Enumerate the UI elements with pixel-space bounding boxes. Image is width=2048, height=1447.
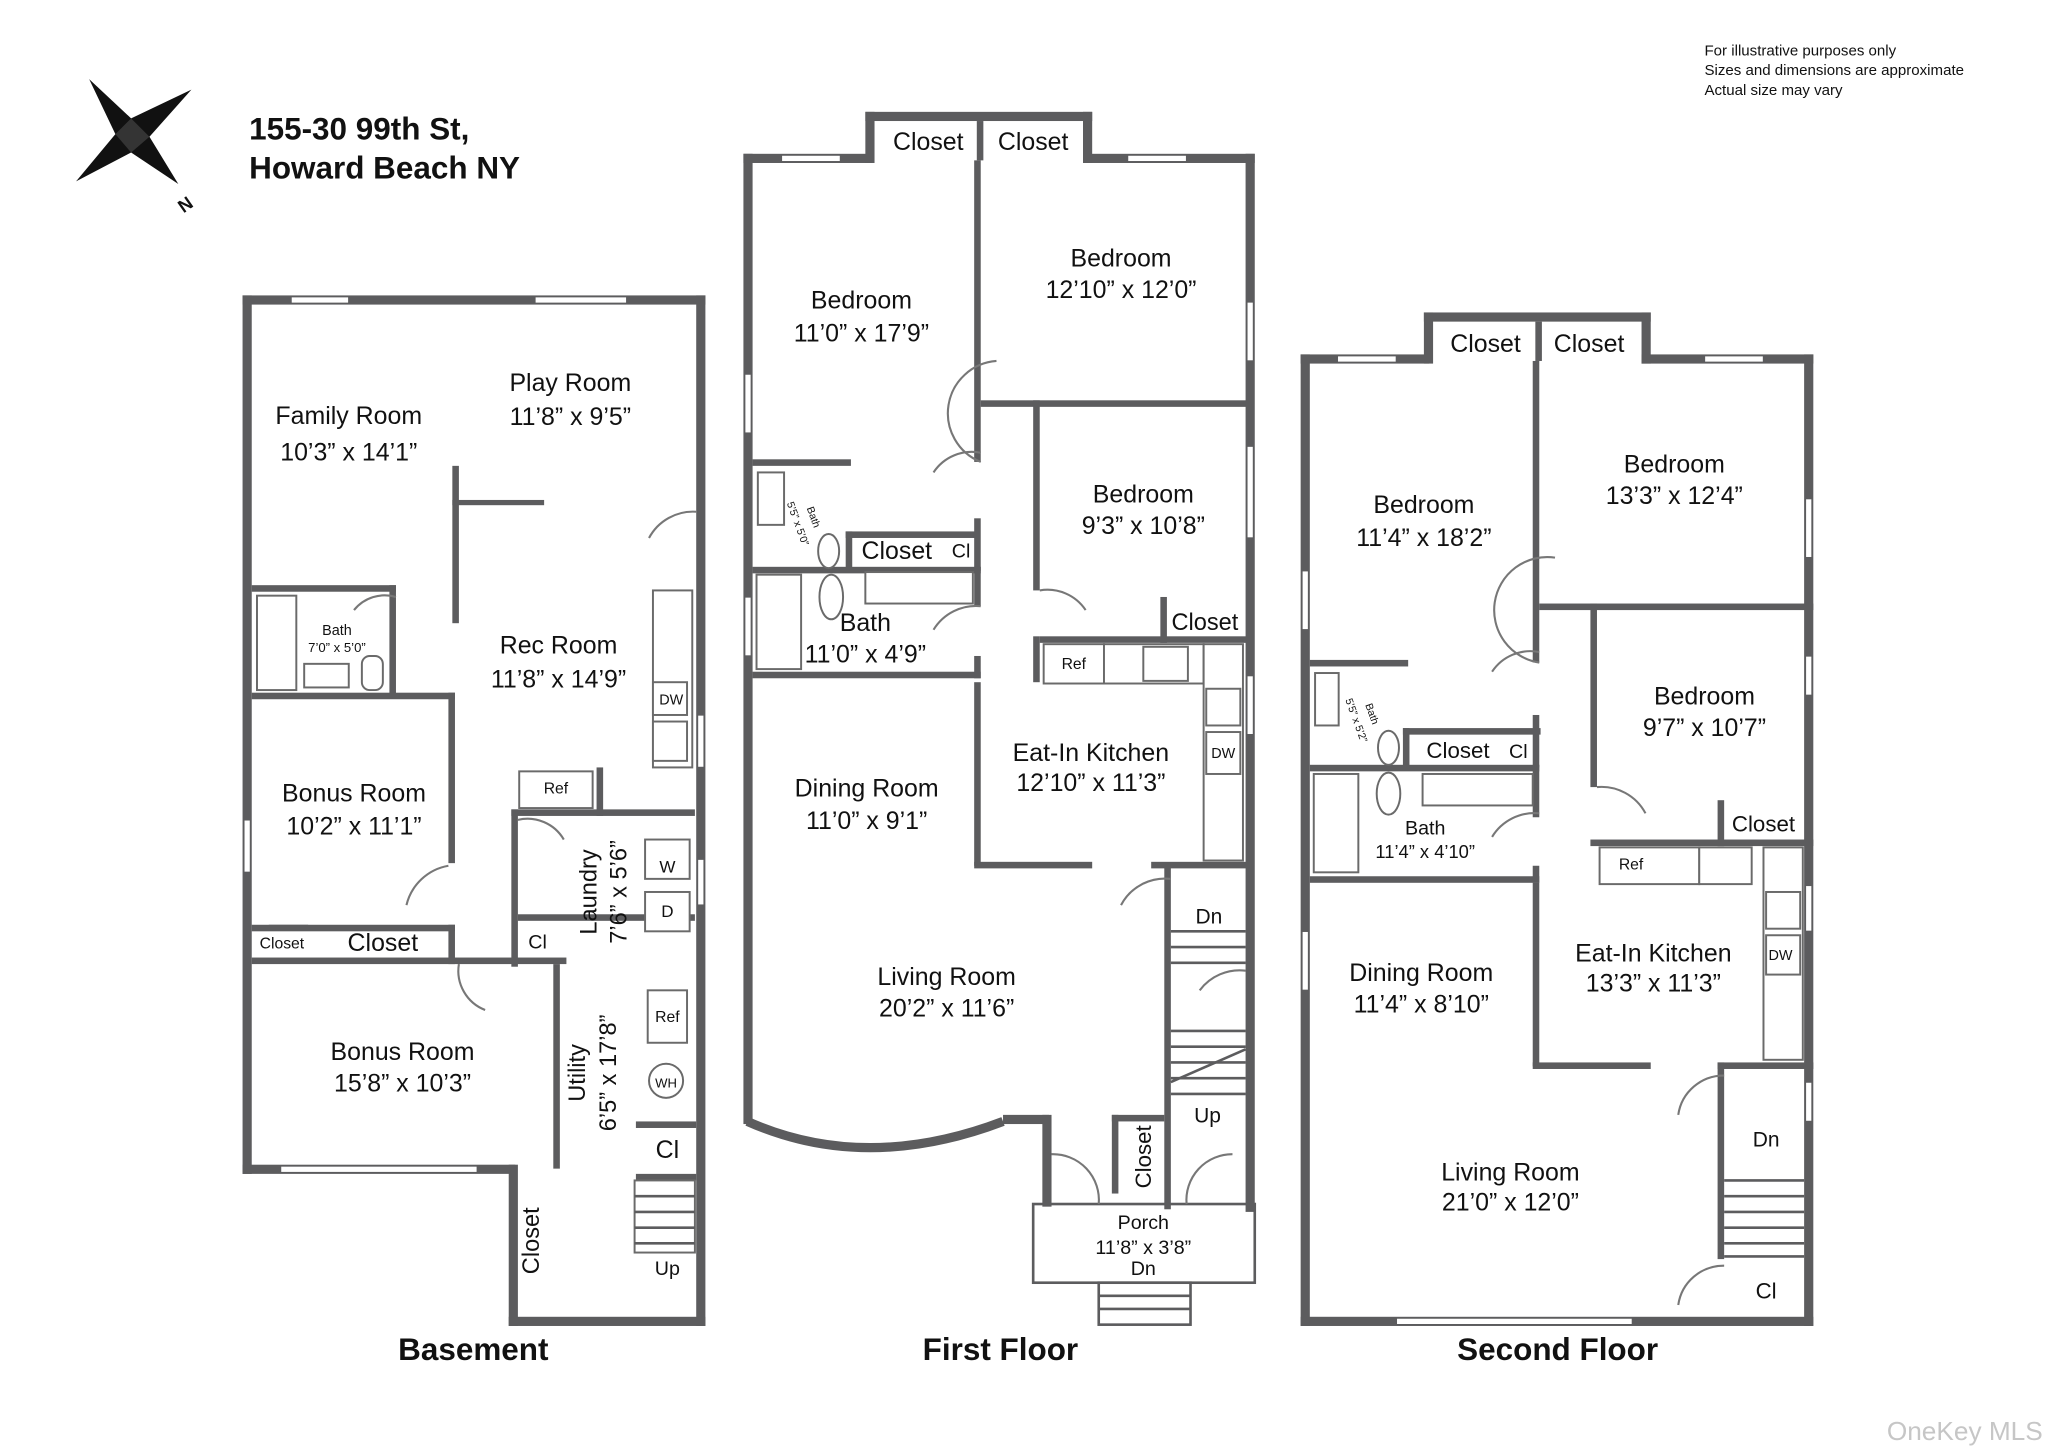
room-play-room-name: Play Room	[509, 369, 631, 397]
room-bath-name: Bath	[322, 623, 352, 639]
first-floor-title: First Floor	[923, 1332, 1079, 1367]
disclaimer: For illustrative purposes only Sizes and…	[1704, 42, 1964, 98]
room-second-living-name: Living Room	[1441, 1158, 1579, 1186]
porch-stairs-down-label: Dn	[1131, 1258, 1156, 1280]
second-dishwasher-label: DW	[1769, 948, 1793, 964]
room-second-bath-size: 11’4” x 4’10”	[1375, 841, 1475, 862]
room-bonus-room-1-name: Bonus Room	[282, 780, 426, 808]
room-play-room-size: 11’8” x 9’5”	[510, 403, 631, 431]
first-closet-vertical-label: Closet	[1131, 1124, 1156, 1188]
brand-watermark: OneKey MLS	[1887, 1416, 2043, 1446]
room-second-bedroom-2-size: 13’3” x 12’4”	[1606, 482, 1743, 510]
basement-closet-label: Closet	[348, 929, 419, 957]
second-closet-2-label: Closet	[1554, 330, 1625, 358]
utility-fridge-label: Ref	[655, 1009, 680, 1026]
room-second-kitchen-size: 13’3” x 11’3”	[1586, 970, 1721, 998]
first-fridge-label: Ref	[1062, 656, 1087, 673]
room-first-bedroom-2-name: Bedroom	[1070, 245, 1171, 273]
room-first-bedroom-2-size: 12’10” x 12’0”	[1046, 276, 1197, 304]
first-closet-1-label: Closet	[893, 128, 964, 156]
room-first-kitchen-name: Eat-In Kitchen	[1013, 739, 1169, 767]
basement-dishwasher-label: DW	[659, 692, 683, 708]
address-line-1: 155-30 99th St,	[249, 111, 469, 146]
room-bonus-room-1-size: 10’2” x 11’1”	[286, 812, 421, 840]
first-cl-label: Cl	[952, 541, 971, 563]
room-second-kitchen-name: Eat-In Kitchen	[1575, 939, 1731, 967]
second-closet-3-label: Closet	[1426, 738, 1490, 763]
basement-stairs-up-label: Up	[655, 1258, 680, 1280]
room-first-bedroom-1-name: Bedroom	[811, 287, 912, 315]
basement-title: Basement	[398, 1332, 549, 1367]
basement-closet-vertical-label: Closet	[519, 1207, 545, 1274]
address-line-2: Howard Beach NY	[249, 151, 520, 186]
room-family-room-name: Family Room	[275, 402, 422, 430]
room-porch-name: Porch	[1118, 1212, 1169, 1234]
room-first-kitchen-size: 12’10” x 11’3”	[1016, 769, 1165, 797]
room-second-bedroom-2-name: Bedroom	[1624, 450, 1725, 478]
room-first-dining-name: Dining Room	[795, 774, 939, 802]
first-closet-4-label: Closet	[1171, 610, 1238, 636]
room-utility-name: Utility	[565, 1044, 591, 1102]
second-floor-plan: Closet Closet Bedroom 11’4” x 18’2” Bedr…	[1300, 312, 1814, 1367]
room-first-living-size: 20’2” x 11’6”	[879, 995, 1014, 1023]
first-stairs-up-label: Up	[1194, 1105, 1221, 1128]
room-second-bedroom-1-name: Bedroom	[1373, 491, 1474, 519]
room-first-bath-size: 11’0” x 4’9”	[805, 641, 926, 669]
basement-closet-small-label: Closet	[260, 935, 305, 952]
room-laundry-name: Laundry	[577, 849, 603, 934]
room-rec-room-name: Rec Room	[500, 631, 618, 659]
room-second-bedroom-3-size: 9’7” x 10’7”	[1643, 714, 1766, 742]
compass-north-label: N	[174, 192, 197, 217]
room-utility-size: 6’5” x 17’8”	[596, 1015, 622, 1132]
compass-rose-icon: N	[76, 79, 197, 217]
disclaimer-line-1: For illustrative purposes only	[1704, 42, 1896, 59]
second-closet-1-label: Closet	[1450, 330, 1521, 358]
room-first-bedroom-3-name: Bedroom	[1093, 481, 1194, 509]
room-second-dining-size: 11’4” x 8’10”	[1354, 991, 1489, 1019]
first-dishwasher-label: DW	[1211, 746, 1235, 762]
room-second-dining-name: Dining Room	[1349, 959, 1493, 987]
room-first-small-bath-name: Bath	[804, 505, 822, 529]
room-second-bedroom-3-name: Bedroom	[1654, 682, 1755, 710]
room-rec-room-size: 11’8” x 14’9”	[491, 665, 626, 693]
first-floor-plan: Closet Closet Bedroom 11’0” x 17’9” Bedr…	[743, 111, 1257, 1367]
room-porch-size: 11’8” x 3’8”	[1095, 1237, 1191, 1259]
disclaimer-line-2: Sizes and dimensions are approximate	[1704, 62, 1964, 79]
second-floor-title: Second Floor	[1457, 1332, 1658, 1367]
room-laundry-size: 7’6” x 5’6”	[607, 840, 633, 944]
first-closet-3-label: Closet	[862, 537, 933, 565]
room-first-bath-name: Bath	[840, 609, 891, 637]
room-bonus-room-2-name: Bonus Room	[331, 1038, 475, 1066]
room-second-living-size: 21’0” x 12’0”	[1442, 1189, 1579, 1217]
second-cl-label: Cl	[1509, 741, 1528, 763]
washer-label: W	[659, 857, 676, 876]
room-first-living-name: Living Room	[877, 963, 1015, 991]
room-first-bedroom-3-size: 9’3” x 10’8”	[1082, 512, 1205, 540]
second-fridge-label: Ref	[1619, 857, 1644, 874]
dryer-label: D	[661, 902, 673, 921]
basement-cl-2-label: Cl	[656, 1136, 680, 1164]
second-closet-4-label: Closet	[1732, 812, 1796, 837]
second-cl-2-label: Cl	[1756, 1278, 1777, 1303]
first-stairs-down-label: Dn	[1195, 905, 1222, 928]
basement-plan: Family Room 10’3” x 14’1” Play Room 11’8…	[242, 295, 706, 1367]
first-closet-2-label: Closet	[998, 128, 1069, 156]
basement-fridge-label: Ref	[544, 781, 569, 798]
water-heater-label: WH	[655, 1075, 677, 1090]
room-first-dining-size: 11’0” x 9’1”	[806, 807, 927, 835]
room-second-bedroom-1-size: 11’4” x 18’2”	[1356, 524, 1491, 552]
room-first-bedroom-1-size: 11’0” x 17’9”	[794, 319, 929, 347]
room-second-bath-name: Bath	[1405, 817, 1445, 839]
basement-cl-label: Cl	[528, 931, 547, 953]
room-bath-size: 7’0” x 5’0”	[308, 640, 366, 655]
room-bonus-room-2-size: 15’8” x 10’3”	[334, 1069, 471, 1097]
room-second-small-bath-name: Bath	[1362, 702, 1380, 726]
disclaimer-line-3: Actual size may vary	[1704, 82, 1843, 99]
second-stairs-down-label: Dn	[1753, 1128, 1780, 1151]
room-family-room-size: 10’3” x 14’1”	[280, 439, 417, 467]
